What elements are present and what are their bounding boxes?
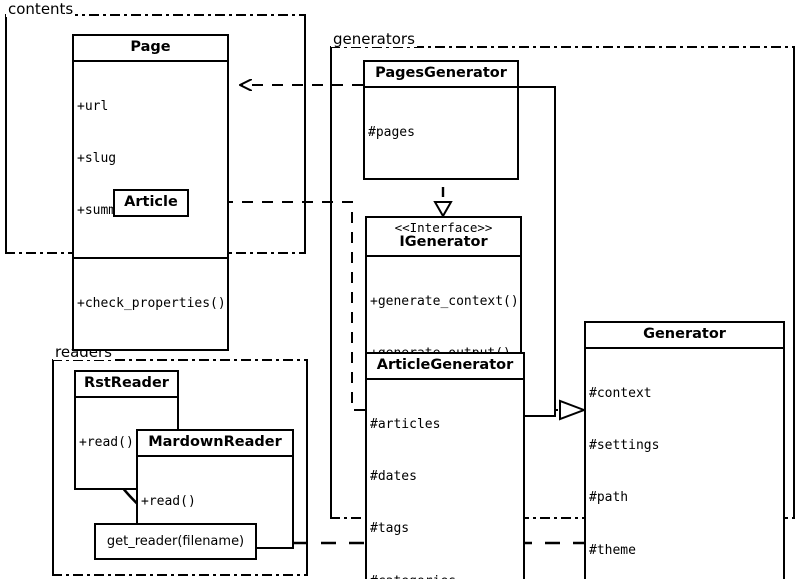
method-row: +check_properties()	[77, 295, 226, 311]
class-methods-rstreader: +read()	[76, 396, 177, 488]
function-box-get-reader[interactable]: get_reader(filename)	[94, 523, 257, 560]
attribute-row: #articles	[370, 417, 441, 433]
class-box-article[interactable]: Article	[113, 189, 189, 218]
method-row: +generate_context()	[370, 293, 519, 309]
class-name-pagesgenerator: PagesGenerator	[375, 65, 507, 81]
class-methods-page: +check_properties()	[74, 256, 227, 349]
package-label-generators: generators	[331, 30, 417, 48]
attribute-row: +slug	[77, 151, 117, 167]
function-label-get-reader: get_reader(filename)	[106, 534, 245, 549]
class-name-igenerator: IGenerator	[399, 233, 488, 250]
class-name-page: Page	[130, 39, 171, 55]
class-name-mardownreader: MardownReader	[148, 434, 282, 450]
class-attributes-articlegenerator: #articles #dates #tags #categories	[367, 378, 523, 579]
class-name-articlegenerator: ArticleGenerator	[376, 357, 514, 373]
class-attributes-page: +url +slug +summary	[74, 60, 227, 256]
class-box-pagesgenerator[interactable]: PagesGenerator #pages	[363, 60, 519, 181]
attribute-row: #pages	[368, 125, 415, 141]
class-box-articlegenerator[interactable]: ArticleGenerator #articles #dates #tags …	[365, 352, 525, 579]
method-row: +read()	[141, 494, 196, 510]
attribute-row: +url	[77, 99, 109, 115]
attribute-row: #path	[589, 490, 629, 506]
attribute-row: #theme	[589, 542, 636, 558]
package-label-contents: contents	[6, 0, 76, 18]
attribute-row: #context	[589, 386, 652, 402]
attribute-row: #settings	[589, 438, 660, 454]
class-box-generator[interactable]: Generator #context #settings #path #them…	[584, 321, 785, 579]
class-name-article: Article	[124, 194, 178, 210]
attribute-row: #categories	[370, 573, 521, 579]
class-attributes-generator: #context #settings #path #theme #output_…	[586, 347, 783, 579]
class-stereotype-igenerator: <<Interface>>	[394, 220, 493, 235]
class-methods-mardownreader: +read()	[138, 455, 292, 547]
method-row: +read()	[79, 435, 134, 451]
class-attributes-pagesgenerator: #pages	[365, 86, 517, 178]
attribute-row: #dates	[370, 469, 417, 485]
attribute-row: #tags	[370, 521, 410, 537]
class-name-rstreader: RstReader	[84, 375, 169, 391]
class-name-generator: Generator	[643, 326, 726, 342]
